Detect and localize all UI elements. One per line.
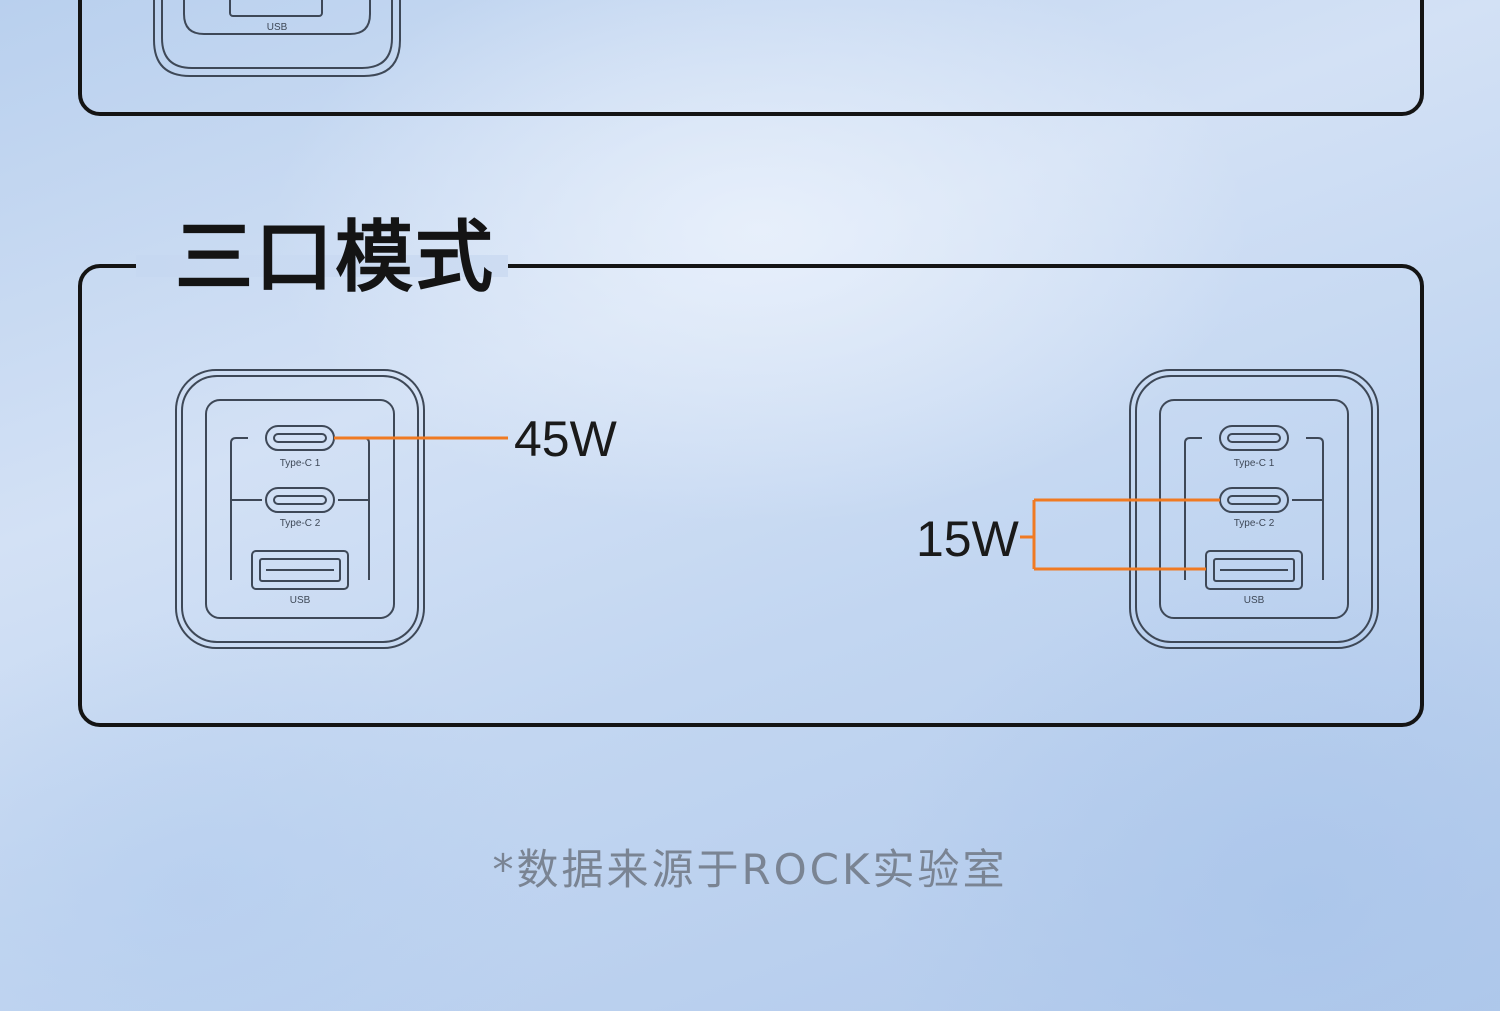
- charger-right: [1129, 369, 1379, 649]
- output-label-45w: 45W: [514, 411, 617, 467]
- port-label-usb-top: USB: [267, 22, 288, 33]
- port-label-type-c2-left: Type-C 2: [280, 518, 321, 529]
- type-c1-port-left: [265, 425, 335, 451]
- charger-top-partial: [153, 0, 401, 77]
- type-c2-port-left: [265, 487, 335, 513]
- port-label-type-c1-right: Type-C 1: [1234, 458, 1275, 469]
- title-gap: [136, 255, 508, 277]
- output-label-15w: 15W: [916, 511, 1019, 567]
- section-title: 三口模式: [175, 213, 496, 303]
- port-label-usb-right: USB: [1244, 595, 1265, 606]
- mode-panel-three-port: [78, 264, 1424, 727]
- port-label-type-c1-left: Type-C 1: [280, 458, 321, 469]
- charger-left: [175, 369, 425, 649]
- type-c1-port-right: [1219, 425, 1289, 451]
- type-c2-port-right: [1219, 487, 1289, 513]
- connector-bracket-15w: [1020, 498, 1220, 571]
- port-label-type-c2-right: Type-C 2: [1234, 518, 1275, 529]
- port-label-usb-left: USB: [290, 595, 311, 606]
- usb-port-right: [1205, 550, 1303, 590]
- mode-panel-top: [78, 0, 1424, 116]
- usb-port-left: [251, 550, 349, 590]
- data-source-footnote: *数据来源于ROCK实验室: [492, 845, 1008, 894]
